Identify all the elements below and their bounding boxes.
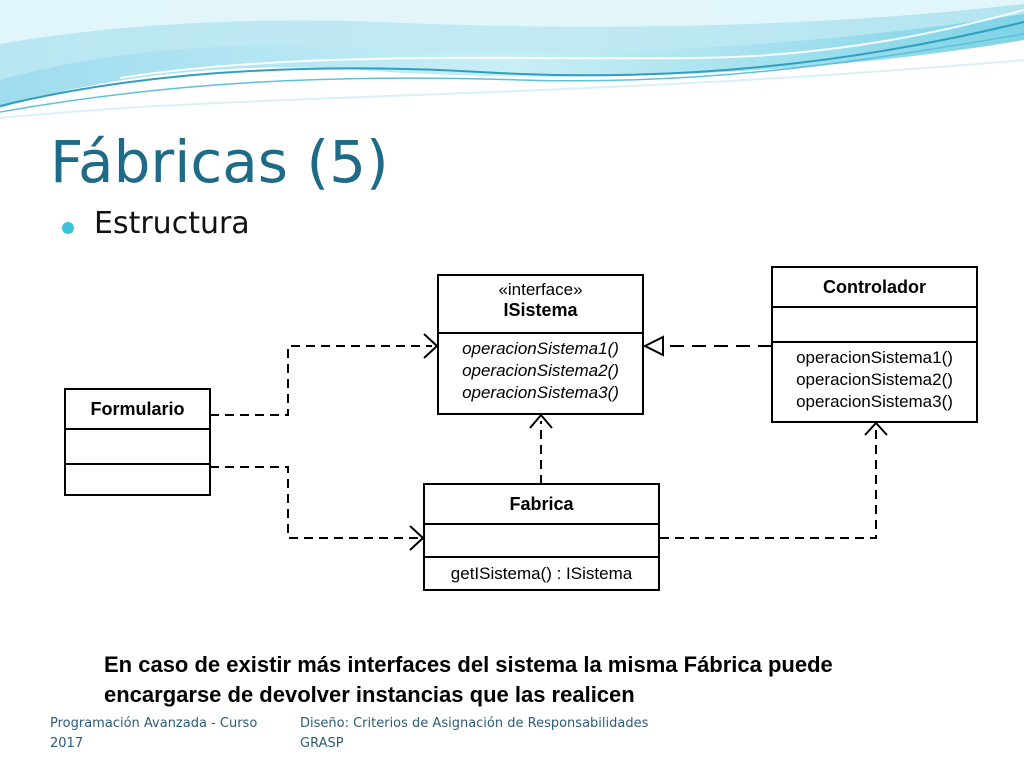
footer-course: Programación Avanzada - Curso 2017 — [50, 714, 257, 754]
controlador-operation: operacionSistema3() — [796, 392, 953, 411]
interface-stereotype: «interface» — [498, 280, 583, 299]
note-line: En caso de existir más interfaces del si… — [104, 652, 833, 677]
controlador-name: Controlador — [823, 277, 926, 297]
controlador-attributes — [773, 306, 976, 341]
dependency-fabrica-controlador — [660, 429, 877, 539]
bullet-text: Estructura — [94, 206, 250, 241]
slide-title: Fábricas (5) — [50, 128, 389, 196]
uml-class-fabrica: Fabrica getISistema() : ISistema — [423, 483, 660, 591]
note-line: encargarse de devolver instancias que la… — [104, 682, 635, 707]
interface-operation: operacionSistema1() — [462, 339, 619, 358]
formulario-operations — [66, 463, 209, 494]
arrowhead-isistema-bottom — [529, 413, 553, 429]
fabrica-operation: getISistema() : ISistema — [450, 564, 633, 583]
footer-topic: Diseño: Criterios de Asignación de Respo… — [300, 714, 648, 754]
footer-topic-line: GRASP — [300, 736, 344, 751]
header-wave-decoration — [0, 0, 1024, 120]
fabrica-name: Fabrica — [509, 494, 574, 514]
footer-course-line: Programación Avanzada - Curso — [50, 716, 258, 731]
uml-class-controlador: Controlador operacionSistema1() operacio… — [771, 266, 978, 423]
fabrica-operations: getISistema() : ISistema — [425, 556, 658, 589]
controlador-operation: operacionSistema2() — [796, 370, 953, 389]
interface-operations: operacionSistema1() operacionSistema2() … — [439, 332, 642, 413]
formulario-attributes — [66, 428, 209, 463]
interface-name: ISistema — [503, 300, 578, 320]
fabrica-attributes — [425, 523, 658, 556]
arrowhead-controlador-bottom — [864, 421, 888, 436]
uml-class-isistema: «interface» ISistema operacionSistema1()… — [437, 274, 644, 415]
uml-class-formulario: Formulario — [64, 388, 211, 496]
formulario-name: Formulario — [90, 399, 185, 419]
dependency-formulario-fabrica — [210, 466, 418, 539]
footer-topic-line: Diseño: Criterios de Asignación de Respo… — [300, 716, 649, 731]
controlador-operations: operacionSistema1() operacionSistema2() … — [773, 341, 976, 421]
controlador-operation: operacionSistema1() — [796, 348, 953, 367]
bullet-icon — [62, 222, 74, 234]
interface-operation: operacionSistema2() — [462, 361, 619, 380]
footer-course-line: 2017 — [50, 736, 84, 751]
interface-operation: operacionSistema3() — [462, 383, 619, 402]
explanation-note: En caso de existir más interfaces del si… — [104, 650, 833, 710]
dependency-formulario-isistema — [210, 345, 432, 416]
realization-triangle-icon — [642, 335, 664, 357]
